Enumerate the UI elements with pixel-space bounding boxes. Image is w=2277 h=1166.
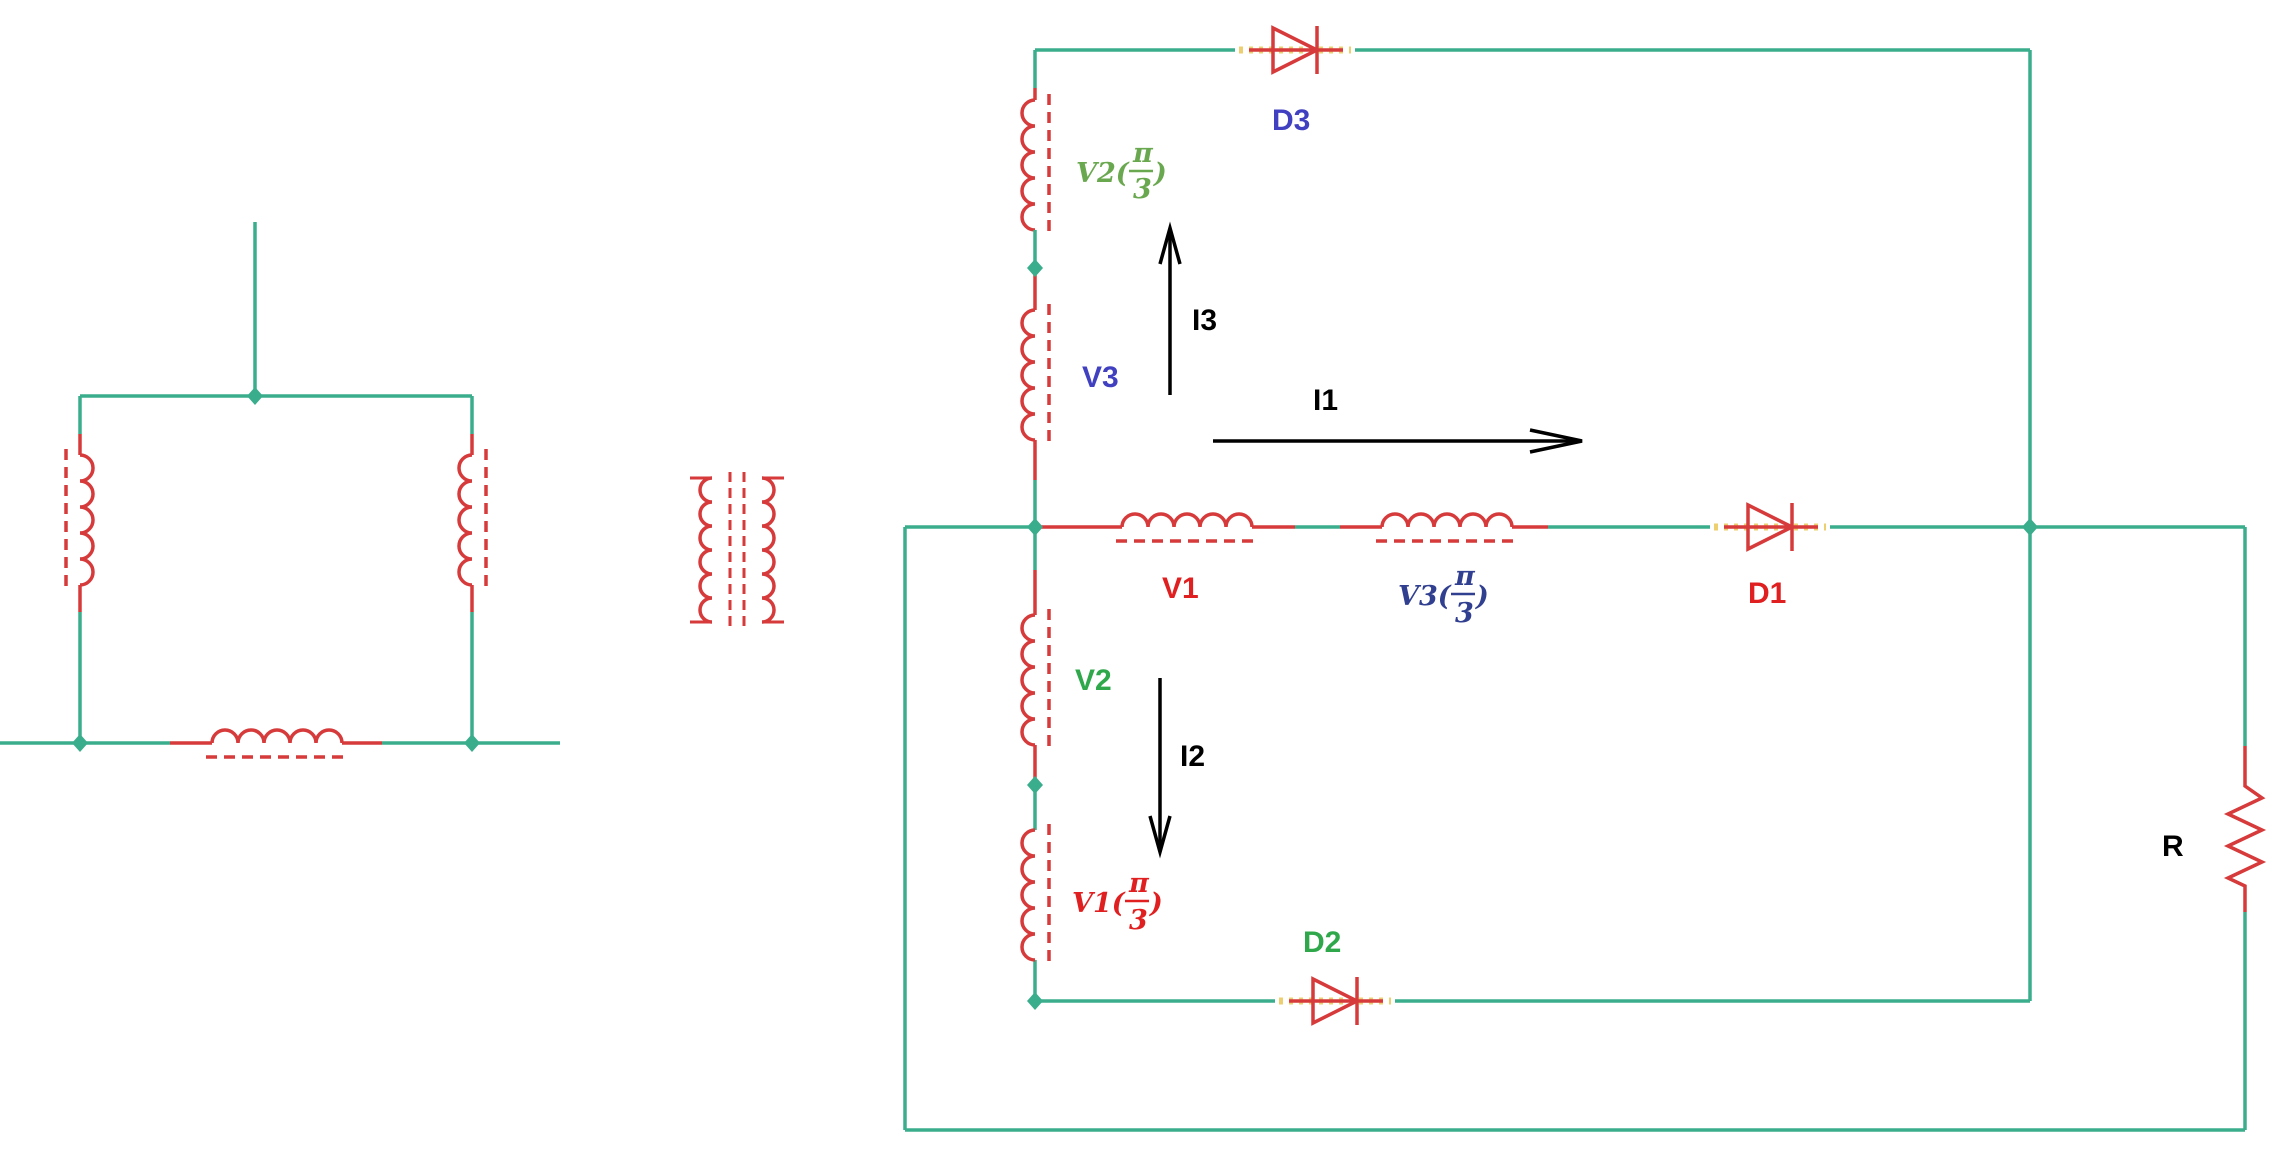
current-arrows — [1148, 221, 1583, 859]
transformer-symbol — [690, 472, 784, 630]
label-v3: V3 — [1082, 361, 1119, 394]
rectifier-nodes — [1027, 259, 2038, 1010]
label-d1: D1 — [1748, 577, 1786, 610]
node — [1027, 518, 1043, 536]
left-coil-a — [64, 447, 95, 593]
label-v1: V1 — [1162, 572, 1199, 605]
left-coil-c — [204, 728, 350, 759]
diode-d3 — [1239, 26, 1351, 74]
node — [464, 734, 480, 752]
labels: D3 V3 I3 I1 V1 D1 V2 I2 D2 R V2( π 3 ) V… — [1072, 104, 2184, 959]
phase-prefix: V3( — [1398, 581, 1452, 612]
phase-denominator: 3 — [1129, 905, 1148, 936]
label-v2: V2 — [1075, 664, 1112, 697]
phase-prefix: V2( — [1076, 158, 1130, 189]
label-d2: D2 — [1303, 926, 1341, 959]
label-d3: D3 — [1272, 104, 1310, 137]
coil-v2 — [1020, 607, 1051, 753]
phase-suffix: ) — [1152, 158, 1167, 189]
phase-suffix: ) — [1148, 888, 1163, 919]
node — [2022, 518, 2038, 536]
coil-v1-shift — [1020, 822, 1051, 968]
left-components — [64, 434, 488, 759]
coil-v1 — [1114, 512, 1260, 543]
rectifier-wires — [903, 48, 2247, 1132]
phase-denominator: 3 — [1133, 174, 1152, 205]
phase-prefix: V1( — [1072, 888, 1126, 919]
arrow-i3 — [1158, 221, 1182, 395]
phase-numerator: π — [1132, 138, 1154, 169]
node — [1027, 776, 1043, 794]
coil-v3 — [1020, 302, 1051, 448]
node — [72, 734, 88, 752]
arrow-i1 — [1213, 428, 1583, 454]
left-coil-b — [457, 447, 488, 593]
phase-denominator: 3 — [1455, 598, 1474, 629]
node — [1027, 259, 1043, 277]
phase-suffix: ) — [1474, 581, 1489, 612]
resistor-r — [2223, 746, 2267, 912]
phase-numerator: π — [1128, 868, 1150, 899]
phase-numerator: π — [1454, 561, 1476, 592]
label-v3-phase-shift: V3( π 3 ) — [1398, 561, 1489, 629]
diode-d2 — [1279, 977, 1391, 1025]
label-i2: I2 — [1180, 740, 1205, 773]
coil-v2-shift — [1020, 92, 1051, 238]
label-i3: I3 — [1192, 304, 1217, 337]
coil-v3-shift — [1374, 512, 1520, 543]
node — [247, 387, 263, 405]
left-nodes — [72, 387, 480, 752]
arrow-i2 — [1148, 678, 1172, 859]
label-v1-phase-shift: V1( π 3 ) — [1072, 868, 1163, 936]
diode-d1 — [1714, 503, 1826, 551]
label-r: R — [2162, 830, 2184, 863]
label-v2-phase-shift: V2( π 3 ) — [1076, 138, 1167, 205]
middle-rail-coils — [1035, 512, 1548, 543]
node — [1027, 992, 1043, 1010]
label-i1: I1 — [1313, 384, 1338, 417]
